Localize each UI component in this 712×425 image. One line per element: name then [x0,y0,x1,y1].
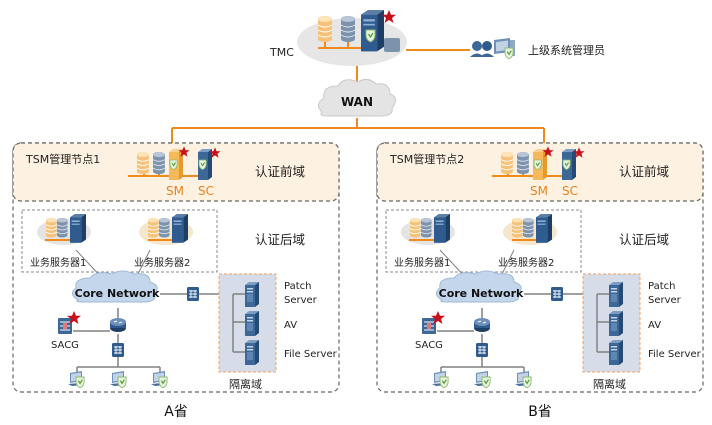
terminal-icon [110,371,126,388]
service-server-2-label: 业务服务器2 [134,256,190,269]
switch-icon [111,342,125,358]
terminal-icon [474,371,490,388]
tsm-node-servers [128,146,221,180]
switch-icon [186,286,200,302]
router-icon [473,317,491,333]
star-icon [382,10,396,23]
database-icon [317,15,333,43]
av-server-icon [245,311,259,336]
service-server-1-label: 业务服务器1 [30,256,86,269]
file-server-label: File Server [648,349,702,360]
wan-label: WAN [341,95,373,109]
wan-cloud [318,78,396,117]
service-servers-box [21,209,218,273]
sc-label: SC [562,184,578,198]
database-icon [152,151,166,175]
tsm-node-servers [492,146,585,180]
sm-server-icon [533,149,547,180]
patch-server-label-line1: Patch [284,281,311,292]
tsm-node-label: TSM管理节点2 [389,152,464,166]
file-server-icon [609,340,623,365]
av-server-icon [609,311,623,336]
pre-auth-zone-label: 认证前域 [619,164,669,179]
pre-auth-zone-label: 认证前域 [255,164,305,179]
sm-label: SM [530,184,548,198]
sacg-icon [57,317,73,335]
admin-icon [470,38,515,60]
tmc-label: TMC [269,46,294,59]
database-icon [136,151,150,175]
core-network-cloud [72,270,158,303]
patch-server-icon [609,282,623,307]
switch-icon [475,342,489,358]
sm-server-icon [169,149,183,180]
sc-server-icon [562,149,576,180]
core-network-cloud [436,270,522,303]
sc-label: SC [198,184,214,198]
core-network-label: Core Network [75,287,160,300]
province-name: B省 [528,404,552,420]
terminal-icon [151,371,167,388]
service-server-2 [139,214,193,245]
core-network-label: Core Network [439,287,524,300]
province-a: TSM管理节点1 SM SC 认证前域 [12,142,340,420]
database-icon [340,15,356,43]
patch-server-label-line1: Patch [648,281,675,292]
post-auth-zone-label: 认证后域 [255,232,305,247]
tmc-server-icon [361,10,400,52]
database-icon [500,151,514,175]
service-server-2-label: 业务服务器2 [498,256,554,269]
file-server-label: File Server [284,349,338,360]
province-name: A省 [164,404,188,420]
sm-label: SM [166,184,184,198]
upper-admin-label: 上级系统管理员 [528,43,605,57]
terminal-icon [432,371,448,388]
sacg-label: SACG [415,340,443,351]
service-server-2 [503,214,557,245]
province-b: TSM管理节点2 SM SC 认证前域 [376,142,704,420]
service-server-1-label: 业务服务器1 [394,256,450,269]
service-server-1 [401,214,455,245]
terminal-icon [515,371,531,388]
isolation-zone-label: 隔离域 [229,377,262,391]
tmc-node [297,10,407,66]
database-icon [516,151,530,175]
patch-server-label-line2: Server [284,295,318,306]
file-server-icon [245,340,259,365]
router-icon [109,317,127,333]
isolation-zone-label: 隔离域 [593,377,626,391]
service-server-1 [37,214,91,245]
switch-icon [550,286,564,302]
sc-server-icon [198,149,212,180]
av-label: AV [284,320,297,331]
sacg-icon [421,317,437,335]
post-auth-zone-label: 认证后域 [619,232,669,247]
tsm-node-label: TSM管理节点1 [25,152,100,166]
terminal-icon [68,371,84,388]
sacg-label: SACG [51,340,79,351]
av-label: AV [648,320,661,331]
service-servers-box [385,209,582,273]
patch-server-icon [245,282,259,307]
patch-server-label-line2: Server [648,295,682,306]
